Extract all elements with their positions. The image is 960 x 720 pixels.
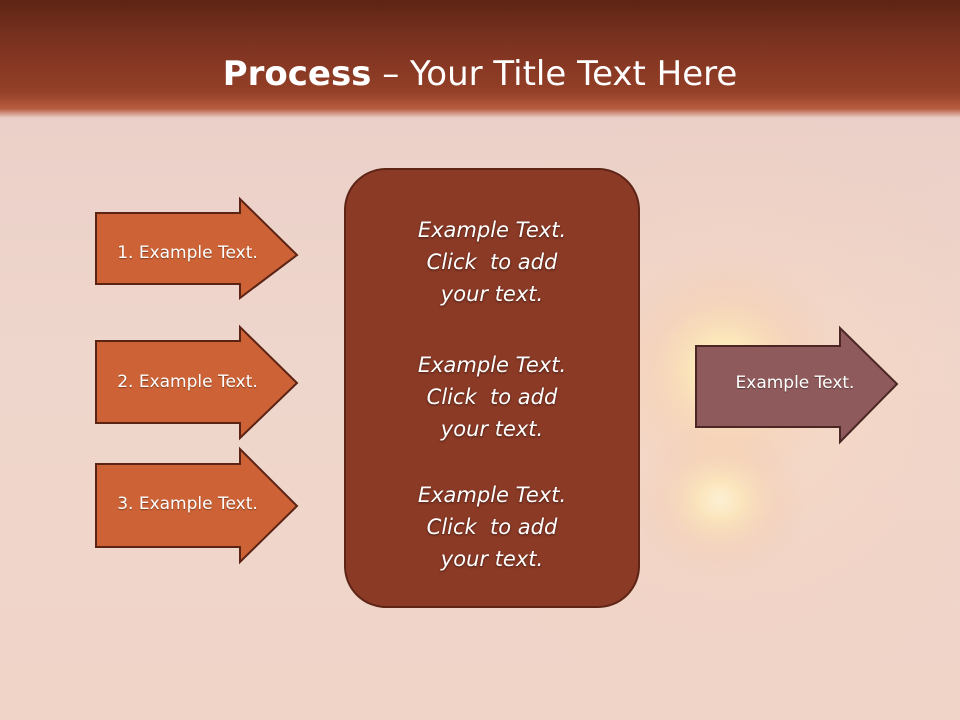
block-line: Click to add	[426, 515, 558, 539]
left-arrow-2[interactable]: 2. Example Text.	[95, 324, 300, 441]
block-line: Example Text.	[417, 218, 567, 242]
slide-title[interactable]: Process – Your Title Text Here	[0, 52, 960, 96]
block-line: Click to add	[426, 385, 558, 409]
block-line: your text.	[440, 547, 544, 571]
block-line: Click to add	[426, 250, 558, 274]
block-line: Example Text.	[417, 483, 567, 507]
right-arrow[interactable]: Example Text.	[695, 325, 900, 445]
block-line: Example Text.	[417, 353, 567, 377]
arrow-shape-icon	[95, 196, 299, 301]
center-text-block-1: Example Text. Click to add your text.	[346, 214, 638, 310]
arrow-shape-icon	[95, 324, 299, 441]
left-arrow-3[interactable]: 3. Example Text.	[95, 446, 300, 565]
right-arrow-label: Example Text.	[735, 373, 855, 393]
title-rest: – Your Title Text Here	[371, 54, 738, 94]
title-bold: Process	[222, 54, 372, 94]
block-line: your text.	[440, 417, 544, 441]
left-arrow-label: 2. Example Text.	[117, 372, 258, 392]
left-arrow-label: 3. Example Text.	[117, 494, 258, 514]
arrow-shape-icon	[695, 325, 899, 445]
center-text-block-3: Example Text. Click to add your text.	[346, 479, 638, 575]
center-text-box[interactable]: Example Text. Click to add your text. Ex…	[344, 168, 640, 608]
arrow-shape-icon	[95, 446, 299, 565]
center-text-block-2: Example Text. Click to add your text.	[346, 349, 638, 445]
block-line: your text.	[440, 282, 544, 306]
left-arrow-1[interactable]: 1. Example Text.	[95, 196, 300, 301]
left-arrow-label: 1. Example Text.	[117, 243, 258, 263]
title-band	[0, 0, 960, 118]
